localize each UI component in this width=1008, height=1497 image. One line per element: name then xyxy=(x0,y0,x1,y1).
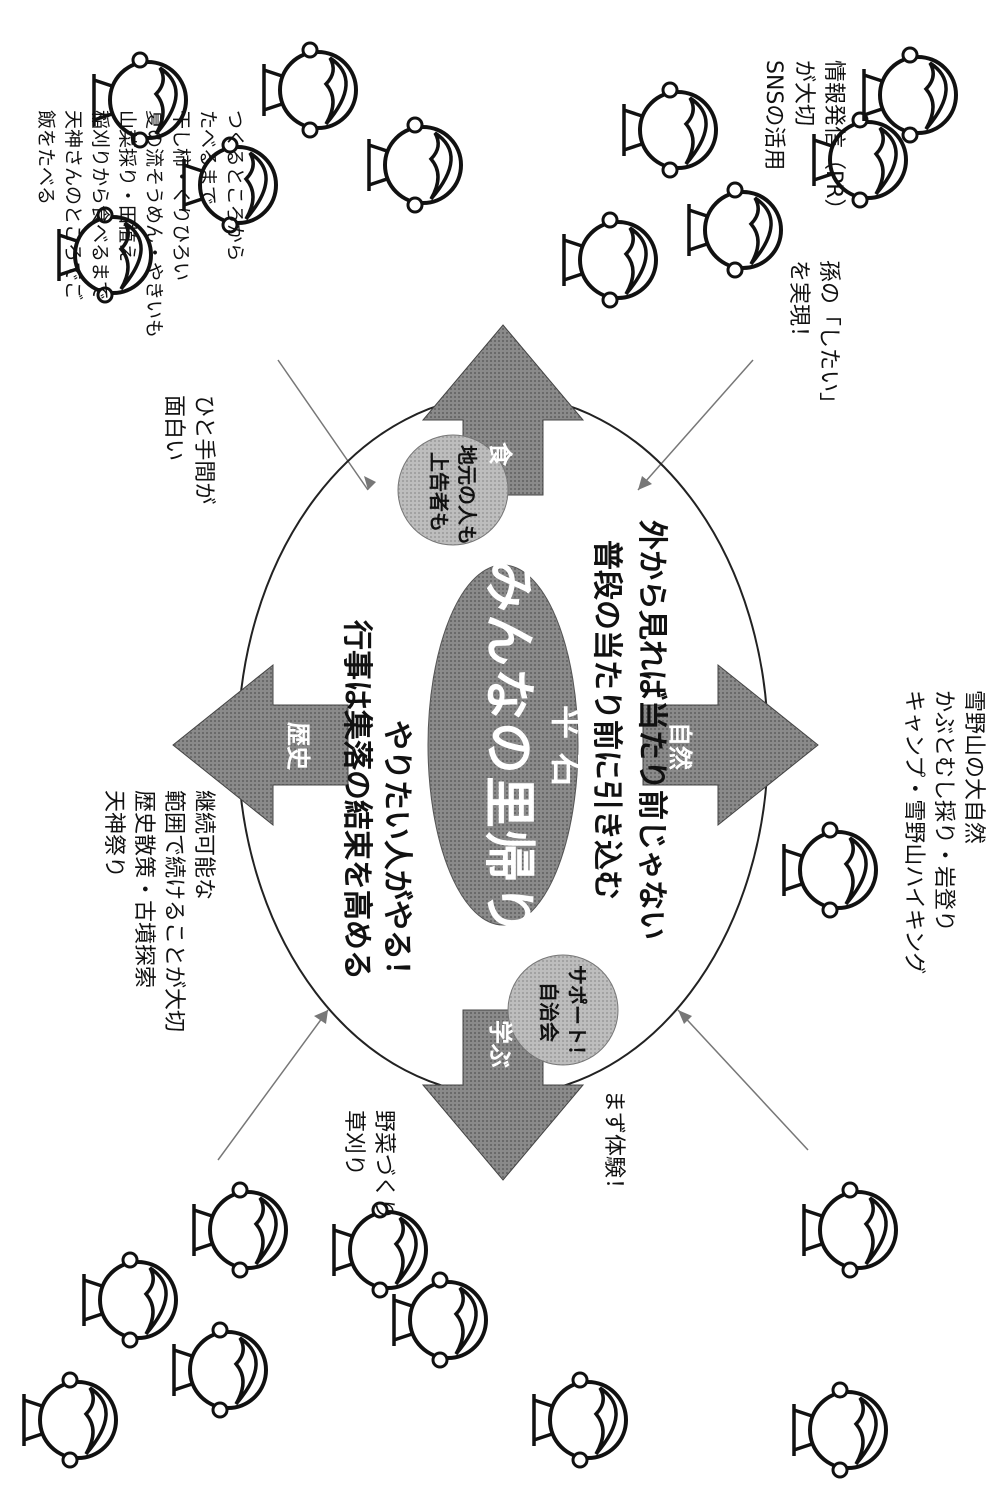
arrow-label-food: 食 xyxy=(486,442,514,466)
arrow-label-nature: 自然 xyxy=(666,722,694,770)
person-face-icon xyxy=(562,211,658,309)
person-face-icon xyxy=(57,206,153,304)
person-face-icon xyxy=(392,1271,488,1369)
bubble-right-line2: 自治会 xyxy=(537,982,561,1042)
note-learn-top: まず体験！ xyxy=(601,1090,626,1201)
person-face-icon xyxy=(532,1371,628,1469)
slogan-2: 普段の当たり前に引き込む xyxy=(589,540,624,900)
person-face-icon xyxy=(687,181,783,279)
connector-line xyxy=(217,1009,329,1161)
connector-line xyxy=(637,359,754,491)
person-face-icon xyxy=(862,46,958,144)
note-hitotema-line: ひと手間が xyxy=(191,395,216,505)
note-pr: 情報発信（PR） が大切 SNSの活用 xyxy=(758,60,848,221)
connector-line xyxy=(677,1009,809,1151)
note-history-line: 天神祭り xyxy=(101,790,126,879)
bubble-left-line2: 上告者も xyxy=(427,452,451,532)
arrow-nature-shape xyxy=(642,663,819,827)
note-hitotema-line: 面白い xyxy=(161,395,186,462)
bubble-right xyxy=(507,954,619,1066)
note-food-line: 稲刈りから食べるまで xyxy=(89,110,111,301)
note-nature-line: かぶとむし採り・岩登り xyxy=(931,690,956,933)
note-pr-line: SNSの活用 xyxy=(761,60,786,171)
center-oval xyxy=(427,564,579,926)
person-face-icon xyxy=(82,1251,178,1349)
person-face-icon xyxy=(622,81,718,179)
note-history: 継続可能な 範囲で続けることが大切 歴史散策・古墳探索 天神祭り xyxy=(98,790,218,1032)
arrow-label-history: 歴史 xyxy=(284,722,312,770)
person-face-icon xyxy=(802,1181,898,1279)
center-title: みんなの里帰り xyxy=(478,560,538,939)
bubble-right-line1: サポート！ xyxy=(565,965,589,1065)
connector-lines xyxy=(217,359,809,1161)
note-food-line: たべるまで xyxy=(197,110,219,206)
person-face-icon xyxy=(367,116,463,214)
slogan-4: 行事は集落の結束を高める xyxy=(339,620,374,980)
note-nature: 雪野山の大自然 かぶとむし採り・岩登り キャンプ・雪野山ハイキング xyxy=(898,690,988,974)
note-shitai: 孫の「したい」 を実現！ xyxy=(783,260,843,414)
note-pr-line: が大切 xyxy=(791,60,816,127)
note-food-line: つくるところから xyxy=(224,110,246,262)
note-nature-line: 雪野山の大自然 xyxy=(961,690,986,845)
person-face-icon xyxy=(332,1201,428,1299)
note-history-line: 継続可能な xyxy=(191,790,216,901)
connector-arrowheads xyxy=(314,476,692,1024)
person-face-icon xyxy=(192,1181,288,1279)
arrow-label-learn: 学ぶ xyxy=(486,1020,514,1068)
note-hitotema: ひと手間が 面白い xyxy=(158,395,218,504)
note-food-line: 夏の流そうめん・やきいも xyxy=(143,110,165,339)
note-food-line: 干し柿・くりひろい xyxy=(170,110,192,282)
note-history-line: 範囲で続けることが大切 xyxy=(161,790,186,1033)
person-face-icon xyxy=(262,41,358,139)
person-face-icon xyxy=(92,51,188,149)
note-shitai-line: 孫の「したい」 xyxy=(816,260,841,415)
center-place: 平石 xyxy=(546,705,586,801)
note-learn-line: 草刈り xyxy=(341,1110,366,1177)
people-group xyxy=(22,41,958,1479)
note-history-line: 歴史散策・古墳探索 xyxy=(131,790,156,989)
note-food: つくるところから たべるまで 干し柿・くりひろい 夏の流そうめん・やきいも 山菜… xyxy=(32,110,248,338)
note-pr-line: 情報発信（PR） xyxy=(821,60,846,221)
person-face-icon xyxy=(182,136,278,234)
note-learn: 野菜づくり 草刈り xyxy=(338,1110,398,1220)
note-shitai-line: を実現！ xyxy=(786,260,811,349)
note-nature-line: キャンプ・雪野山ハイキング xyxy=(901,690,926,975)
note-food-line: 天神さんのところでご xyxy=(62,110,84,301)
note-food-line: 飯をたべる xyxy=(35,110,57,206)
person-face-icon xyxy=(22,1371,118,1469)
bubble-left xyxy=(397,434,509,546)
connector-line xyxy=(277,359,369,491)
bubble-left-line1: 地元の人も xyxy=(455,445,479,545)
note-food-line: 山菜採り・田植え xyxy=(116,110,138,263)
arrow-history-shape xyxy=(172,663,349,827)
person-face-icon xyxy=(782,821,878,919)
note-learn-line: 野菜づくり xyxy=(371,1110,396,1221)
person-face-icon xyxy=(792,1381,888,1479)
slogan-3: やりたい人がやる！ xyxy=(379,720,414,990)
person-face-icon xyxy=(812,111,908,209)
person-face-icon xyxy=(172,1321,268,1419)
